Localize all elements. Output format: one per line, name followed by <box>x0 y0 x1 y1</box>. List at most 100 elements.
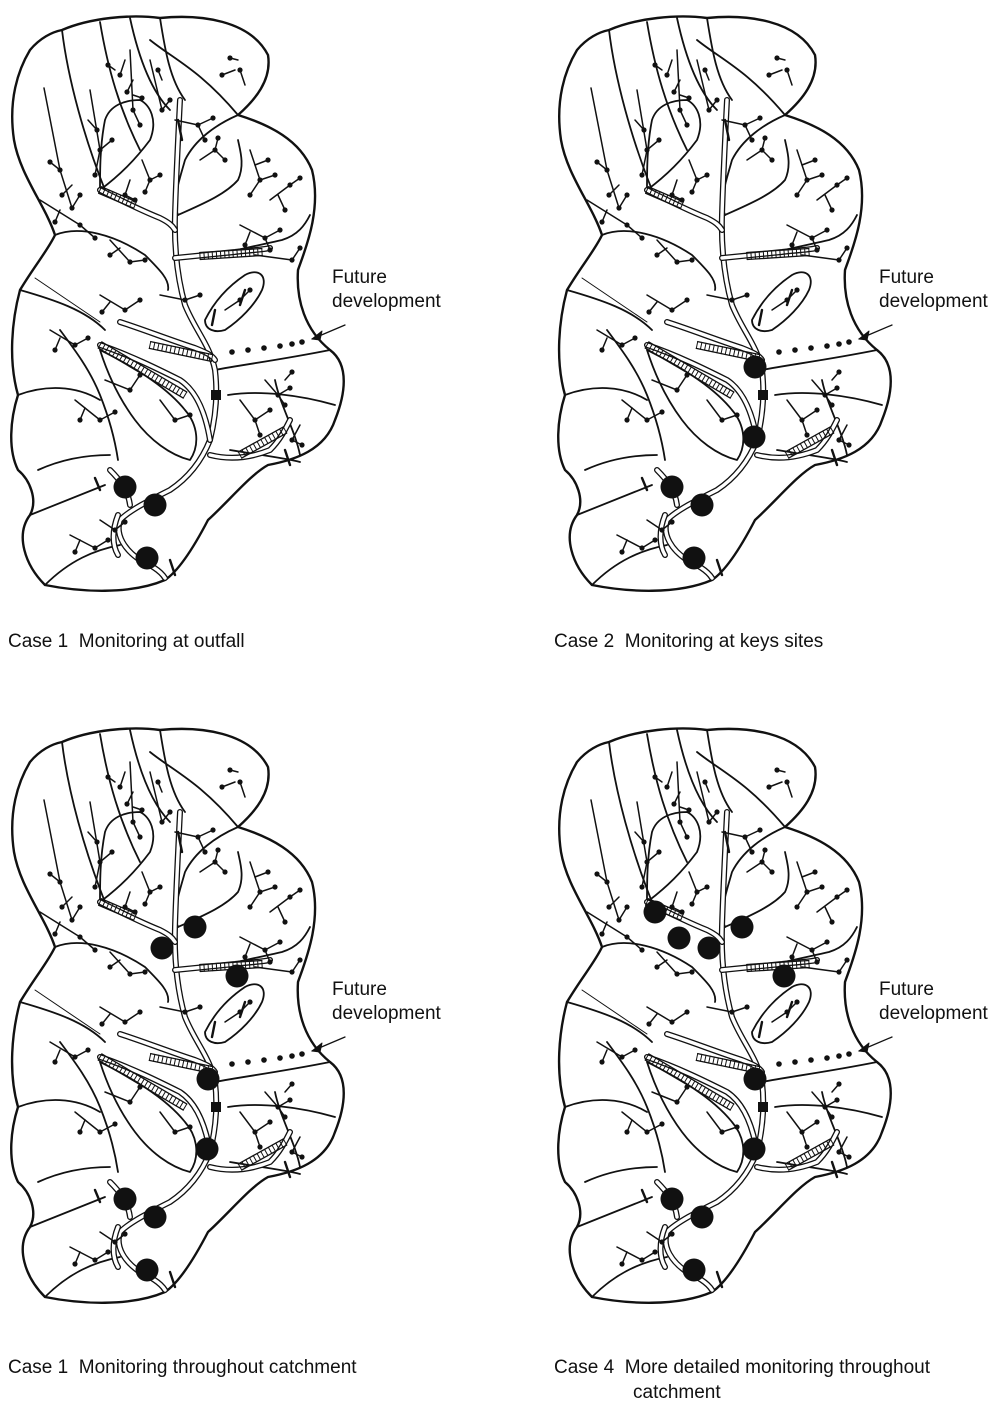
inlet-node <box>632 335 637 340</box>
flow-mark <box>212 310 215 325</box>
subcatchment-divide <box>585 455 657 470</box>
inlet-node <box>671 89 676 94</box>
hatched-drain-rung <box>709 1056 710 1063</box>
hatched-drain-rung <box>268 435 271 441</box>
hatched-drain-rung <box>681 1075 685 1081</box>
inlet-node <box>664 72 669 77</box>
hatched-drain-rung <box>717 346 718 353</box>
hatched-drain-rung <box>170 346 171 353</box>
hatched-drain-rung <box>257 442 260 448</box>
future-dot <box>846 1051 852 1057</box>
hatched-drain-rung <box>720 1098 724 1104</box>
hatched-drain-rung <box>176 388 180 394</box>
future-dot <box>776 1061 782 1067</box>
tributary-line <box>130 1087 140 1102</box>
monitoring-site <box>744 1068 767 1091</box>
inlet-node <box>804 1144 809 1149</box>
inlet-node <box>155 67 160 72</box>
inlet-node <box>299 1154 304 1159</box>
subcatchment-divide <box>723 115 785 215</box>
monitoring-site <box>683 1259 706 1282</box>
tributary-line <box>672 300 687 310</box>
subcatchment-divide <box>609 742 652 902</box>
inlet-node <box>656 137 661 142</box>
tributary-line <box>225 1012 240 1022</box>
inlet-node <box>632 1047 637 1052</box>
subcatchment-divide <box>577 485 652 515</box>
inlet-node <box>689 969 694 974</box>
inlet-node <box>789 242 794 247</box>
inlet-node <box>689 189 694 194</box>
hatched-drain-rung <box>702 1087 706 1093</box>
future-dot <box>299 1051 305 1057</box>
inlet-node <box>287 1097 292 1102</box>
hatched-drain-rung <box>148 1083 152 1089</box>
tributary-line <box>622 400 647 420</box>
inlet-node <box>257 432 262 437</box>
hatched-drain-rung <box>144 1081 148 1087</box>
inlet-node <box>215 135 220 140</box>
case-title: Monitoring at outfall <box>79 631 245 652</box>
trunk-drain-inner <box>210 420 290 458</box>
tributary-line <box>647 1007 672 1022</box>
inlet-node <box>139 807 144 812</box>
inlet-node <box>734 1124 739 1129</box>
panel-case-4-detailed: Future development Case 4 More detailed … <box>547 712 1002 1414</box>
hatched-drain-rung <box>729 349 730 356</box>
inlet-node <box>684 1009 689 1014</box>
hatched-drain-rung <box>195 351 196 358</box>
hatched-drain-rung <box>717 1058 718 1065</box>
hatched-drain-rung <box>134 1075 138 1081</box>
inlet-node <box>247 904 252 909</box>
inlet-node <box>844 175 849 180</box>
hatched-drain-rung <box>674 359 678 365</box>
inlet-node <box>137 122 142 127</box>
inlet-node <box>142 969 147 974</box>
tributary-line <box>240 1112 255 1132</box>
hatched-drain-rung <box>127 359 131 365</box>
hatched-drain-rung <box>186 349 187 356</box>
tributary-line <box>772 1012 787 1022</box>
inlet-node <box>247 287 252 292</box>
inlet-node <box>187 1124 192 1129</box>
inlet-node <box>289 369 294 374</box>
hatched-drain-rung <box>173 1098 177 1104</box>
tributary-line <box>100 295 125 310</box>
hatched-drain-rung <box>182 349 183 356</box>
tributary-line <box>60 882 72 920</box>
tributary-line <box>622 1112 647 1132</box>
tributary-line <box>787 937 812 950</box>
hatched-drain-rung <box>733 1061 734 1068</box>
hatched-drain-rung <box>155 375 159 381</box>
hatched-drain-rung <box>677 1073 681 1079</box>
tributary-line <box>591 88 607 170</box>
inlet-node <box>794 287 799 292</box>
subcatchment-divide <box>577 1197 652 1227</box>
subcatchment-divide <box>647 22 687 150</box>
inlet-node <box>92 172 97 177</box>
hatched-drain-rung <box>137 365 141 371</box>
subcatchment-divide <box>752 272 811 331</box>
inlet-node <box>702 779 707 784</box>
hatched-drain-rung <box>702 375 706 381</box>
flow-mark <box>832 1162 837 1177</box>
tributary-line <box>160 1112 175 1132</box>
tributary-line <box>70 535 95 548</box>
inlet-node <box>689 901 694 906</box>
inlet-node <box>689 257 694 262</box>
subcatchment-divide <box>45 1257 120 1297</box>
hatched-drain-rung <box>713 382 717 388</box>
storage-block <box>211 1102 221 1112</box>
inlet-node <box>599 1059 604 1064</box>
future-development-label: Future development <box>332 978 441 1026</box>
tributary-line <box>787 1112 802 1132</box>
tributary-line <box>607 882 619 920</box>
monitoring-site <box>144 1206 167 1229</box>
hatched-drain-rung <box>199 1064 200 1071</box>
subcatchment-divide <box>100 734 140 862</box>
hatched-drain-rung <box>804 442 807 448</box>
inlet-node <box>105 537 110 542</box>
tributary-line <box>250 892 260 907</box>
subcatchment-divide <box>178 140 242 215</box>
future-dot <box>277 1055 283 1061</box>
